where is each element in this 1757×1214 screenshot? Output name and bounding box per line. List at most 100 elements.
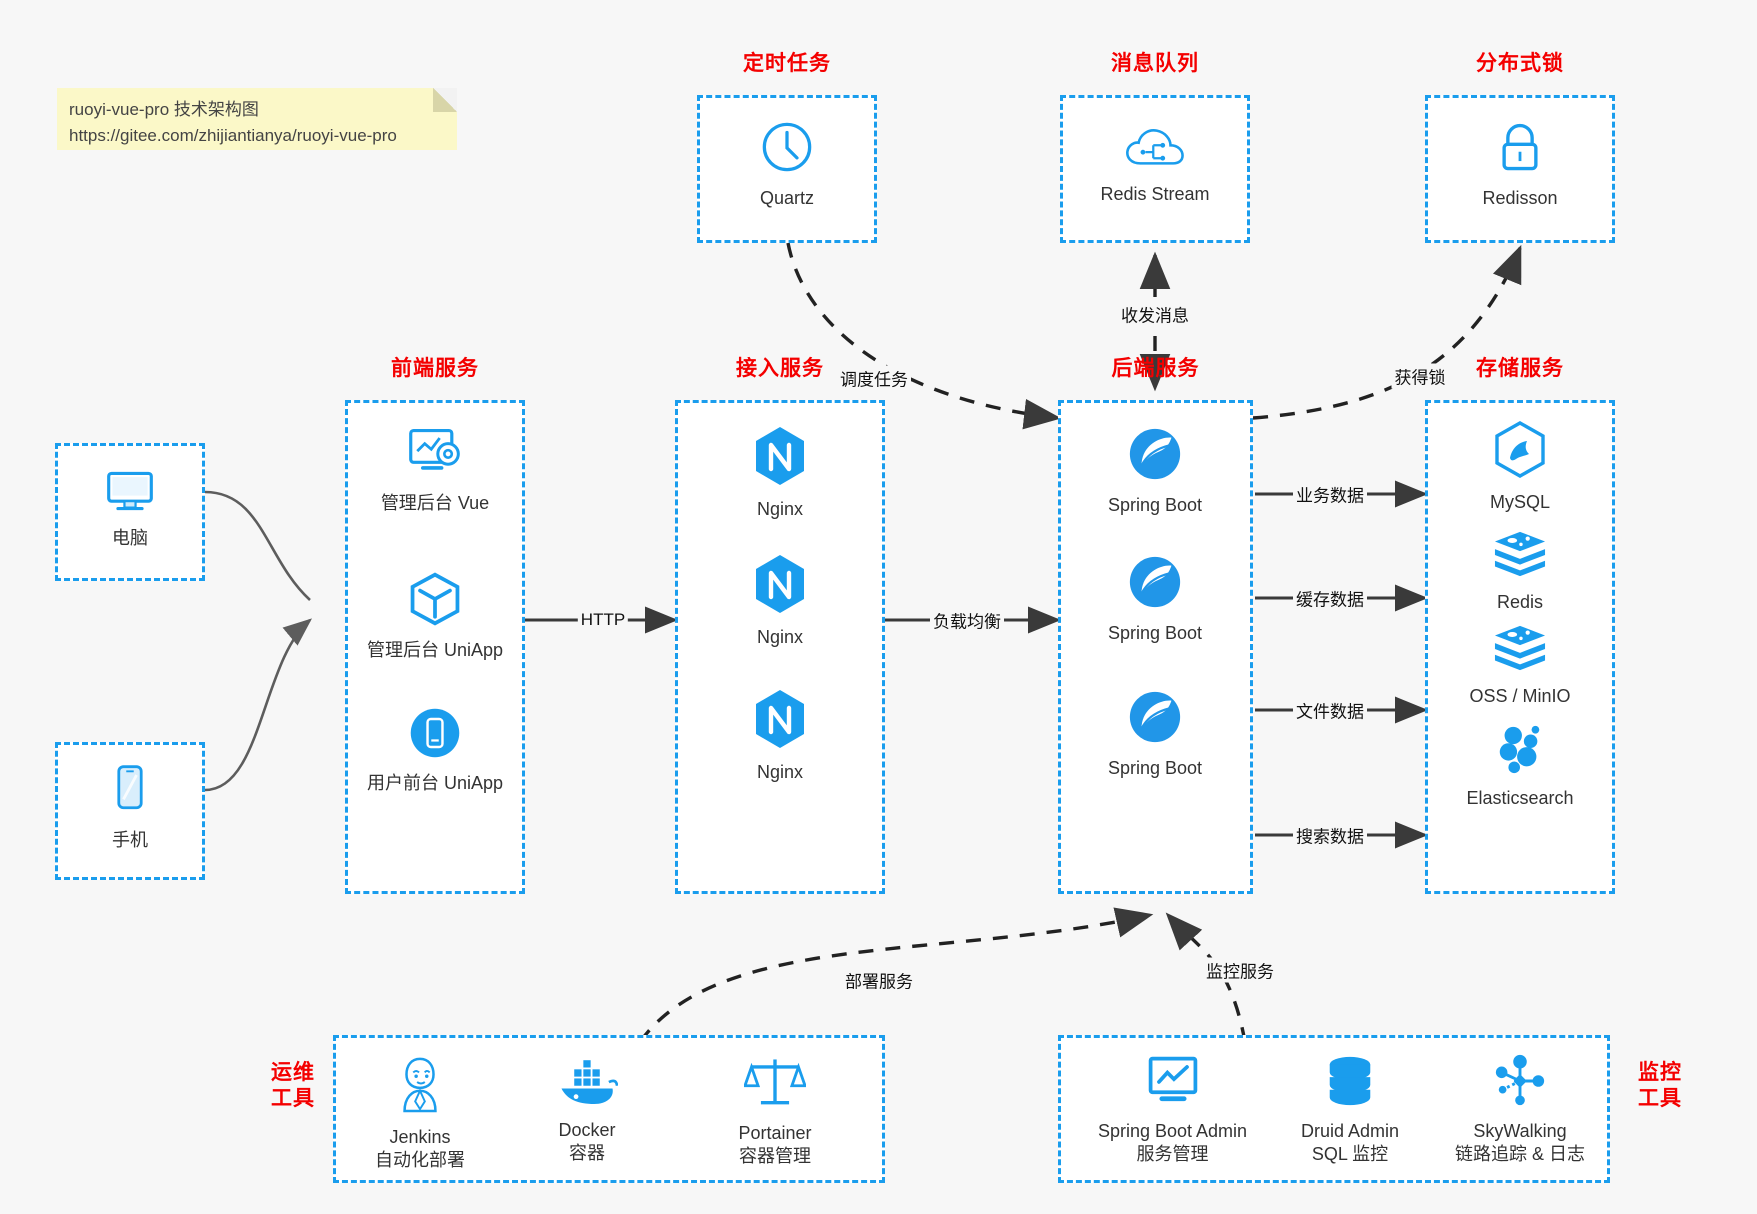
edge-label-file-data: 文件数据 bbox=[1293, 697, 1367, 723]
node-user-uniapp[interactable]: 用户前台 UniApp bbox=[360, 705, 510, 795]
node-admin-uniapp[interactable]: 管理后台 UniApp bbox=[360, 570, 510, 662]
portainer-scale-icon bbox=[742, 1053, 808, 1116]
node-label: OSS / MinIO bbox=[1469, 686, 1571, 706]
elasticsearch-icon bbox=[1492, 722, 1548, 781]
node-label: 电脑 bbox=[112, 528, 148, 548]
group-box-message-queue bbox=[1060, 95, 1250, 243]
node-druid-admin[interactable]: Druid Admin SQL 监控 bbox=[1275, 1053, 1425, 1167]
node-label: Spring Boot bbox=[1107, 623, 1203, 643]
node-spring-boot-3[interactable]: Spring Boot bbox=[1080, 688, 1230, 780]
group-title-distributed-lock: 分布式锁 bbox=[1476, 52, 1564, 75]
edge-label-monitor-service: 监控服务 bbox=[1203, 957, 1277, 983]
node-sublabel: 容器 bbox=[569, 1143, 605, 1164]
desktop-icon bbox=[102, 466, 158, 521]
cloud-stream-icon bbox=[1124, 122, 1186, 177]
group-title-gateway: 接入服务 bbox=[736, 357, 824, 380]
node-spring-boot-1[interactable]: Spring Boot bbox=[1080, 425, 1230, 517]
redis-stack-icon bbox=[1491, 622, 1549, 679]
group-title-backend: 后端服务 bbox=[1111, 357, 1200, 380]
node-docker[interactable]: Docker 容器 bbox=[512, 1058, 662, 1166]
node-label: Redisson bbox=[1482, 188, 1558, 208]
node-label: Spring Boot Admin bbox=[1097, 1121, 1248, 1141]
node-label: 管理后台 UniApp bbox=[366, 640, 504, 660]
edge-label-load-balance: 负载均衡 bbox=[930, 607, 1004, 633]
group-title-scheduled-task: 定时任务 bbox=[743, 52, 831, 75]
node-nginx-2[interactable]: Nginx bbox=[705, 553, 855, 649]
group-title-devops-line1: 运维 bbox=[271, 1061, 315, 1084]
node-jenkins[interactable]: Jenkins 自动化部署 bbox=[345, 1053, 495, 1173]
note-url: https://gitee.com/zhijiantianya/ruoyi-vu… bbox=[69, 126, 397, 146]
node-spring-boot-2[interactable]: Spring Boot bbox=[1080, 553, 1230, 645]
node-portainer[interactable]: Portainer 容器管理 bbox=[700, 1053, 850, 1169]
spring-leaf-icon bbox=[1126, 553, 1184, 616]
node-label: Redis bbox=[1496, 592, 1544, 612]
node-mobile[interactable]: 手机 bbox=[55, 762, 205, 852]
node-nginx-1[interactable]: Nginx bbox=[705, 425, 855, 521]
nginx-icon bbox=[752, 688, 808, 755]
redis-stack-icon bbox=[1491, 528, 1549, 585]
edge-label-acquire-lock: 获得锁 bbox=[1391, 363, 1449, 389]
node-sublabel: 自动化部署 bbox=[375, 1150, 465, 1171]
mobile-icon bbox=[110, 762, 150, 823]
node-redis[interactable]: Redis bbox=[1445, 528, 1595, 614]
database-icon bbox=[1322, 1053, 1378, 1114]
node-label: Spring Boot bbox=[1107, 758, 1203, 778]
edge-label-http: HTTP bbox=[577, 610, 629, 630]
note-fold-corner bbox=[433, 88, 457, 112]
node-mysql[interactable]: MySQL bbox=[1445, 420, 1595, 514]
node-label: Quartz bbox=[759, 188, 815, 208]
edge-label-cache-data: 缓存数据 bbox=[1293, 585, 1367, 611]
node-label: Spring Boot bbox=[1107, 495, 1203, 515]
note-title: ruoyi-vue-pro 技术架构图 bbox=[69, 100, 259, 119]
group-box-client-mobile bbox=[55, 742, 205, 880]
edge-label-schedule-task: 调度任务 bbox=[837, 365, 911, 391]
node-label: Druid Admin bbox=[1300, 1121, 1400, 1141]
docker-whale-icon bbox=[556, 1058, 619, 1113]
node-label: SkyWalking bbox=[1473, 1121, 1567, 1141]
node-sublabel: 服务管理 bbox=[1136, 1144, 1209, 1165]
nginx-icon bbox=[752, 553, 808, 620]
spring-leaf-icon bbox=[1126, 688, 1184, 751]
node-elasticsearch[interactable]: Elasticsearch bbox=[1445, 722, 1595, 810]
group-title-storage: 存储服务 bbox=[1476, 357, 1564, 380]
node-skywalking[interactable]: SkyWalking 链路追踪 & 日志 bbox=[1435, 1053, 1605, 1167]
node-label: Portainer bbox=[738, 1123, 812, 1143]
monitor-chart-icon bbox=[1142, 1053, 1204, 1114]
group-title-devops: 运维 工具 bbox=[258, 1060, 328, 1113]
node-nginx-3[interactable]: Nginx bbox=[705, 688, 855, 784]
skywalking-node-icon bbox=[1491, 1053, 1549, 1114]
node-label: MySQL bbox=[1489, 492, 1550, 512]
group-box-frontend bbox=[345, 400, 525, 894]
edge-label-deploy-service: 部署服务 bbox=[842, 967, 916, 993]
edge-label-message-exchange: 收发消息 bbox=[1118, 301, 1192, 327]
clock-icon bbox=[758, 118, 816, 181]
node-label: 管理后台 Vue bbox=[380, 493, 490, 513]
node-label: Nginx bbox=[756, 762, 804, 782]
group-title-devops-line2: 工具 bbox=[271, 1087, 315, 1111]
group-title-message-queue: 消息队列 bbox=[1111, 52, 1199, 75]
group-title-monitoring: 监控 工具 bbox=[1625, 1060, 1695, 1113]
group-box-storage bbox=[1425, 400, 1615, 894]
lock-icon bbox=[1493, 120, 1547, 181]
node-label: Redis Stream bbox=[1100, 184, 1210, 204]
node-redis-stream[interactable]: Redis Stream bbox=[1080, 122, 1230, 206]
group-box-client-desktop bbox=[55, 443, 205, 581]
node-admin-vue[interactable]: 管理后台 Vue bbox=[360, 425, 510, 515]
group-title-monitoring-line1: 监控 bbox=[1638, 1061, 1682, 1084]
group-box-backend bbox=[1058, 400, 1253, 894]
mobile-app-icon bbox=[407, 705, 463, 766]
cube-icon bbox=[406, 570, 464, 633]
mysql-dolphin-icon bbox=[1492, 420, 1548, 485]
node-oss-minio[interactable]: OSS / MinIO bbox=[1445, 622, 1595, 708]
diagram-note: ruoyi-vue-pro 技术架构图 https://gitee.com/zh… bbox=[57, 88, 457, 150]
node-label: Nginx bbox=[756, 627, 804, 647]
nginx-icon bbox=[752, 425, 808, 492]
node-spring-boot-admin[interactable]: Spring Boot Admin 服务管理 bbox=[1080, 1053, 1265, 1167]
node-desktop[interactable]: 电脑 bbox=[55, 466, 205, 550]
node-redisson[interactable]: Redisson bbox=[1445, 120, 1595, 210]
jenkins-butler-icon bbox=[392, 1053, 448, 1120]
node-label: 手机 bbox=[112, 830, 148, 850]
edge-label-search-data: 搜索数据 bbox=[1293, 822, 1367, 848]
node-quartz[interactable]: Quartz bbox=[712, 118, 862, 210]
